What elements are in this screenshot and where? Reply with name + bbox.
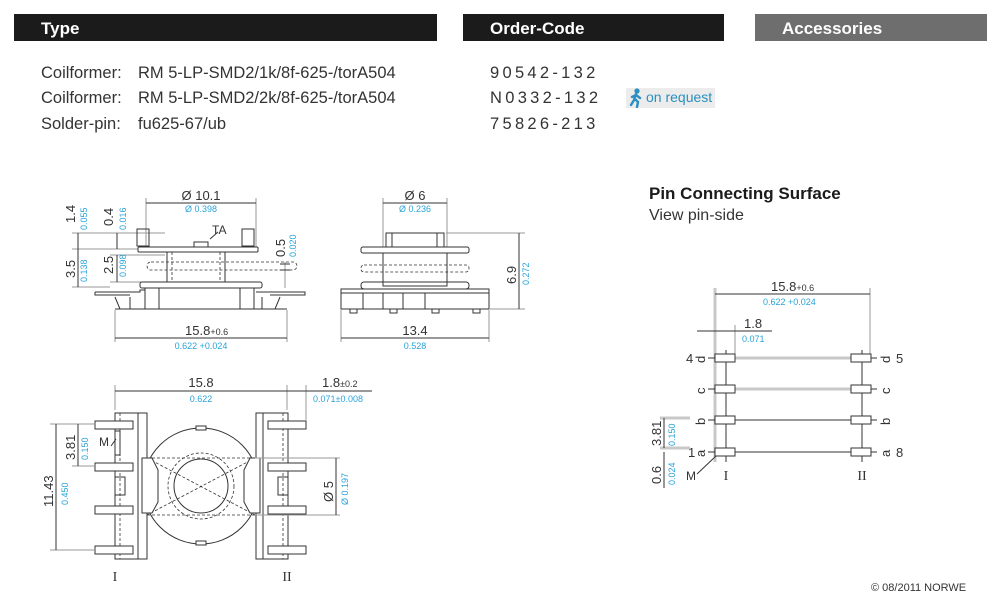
pin-row-letter: d [878, 356, 893, 363]
walking-person-icon [629, 88, 642, 108]
row-label-ii: II [857, 469, 867, 484]
type-row: Solder-pin: fu625-67/ub [41, 115, 226, 134]
dim-h2: 0.4 [101, 208, 116, 226]
pin-number: 5 [896, 351, 903, 366]
dim-h4-inch: 0.098 [118, 254, 128, 277]
dim-h3-inch: 0.138 [79, 259, 89, 282]
row-label-ii: II [282, 570, 292, 585]
dim-width-inch: 0.622 +0.024 [763, 297, 816, 307]
pin-row-letter: c [878, 387, 893, 394]
dim-width-inch: 0.622 +0.024 [175, 341, 228, 351]
pin-row-letter: c [693, 387, 708, 394]
dim-h5-inch: 0.020 [288, 234, 298, 257]
dim-height: 6.9 [504, 266, 519, 284]
dim-h5: 0.5 [273, 239, 288, 257]
ta-marker: TA [212, 223, 226, 237]
item-type: RM 5-LP-SMD2/2k/8f-625-/torA504 [138, 89, 396, 107]
item-label: Coilformer: [41, 64, 122, 82]
dim-pin: 1.8±0.2 [322, 375, 358, 390]
dim-pitch: 3.81 [649, 421, 664, 446]
dim-diameter: Ø 6 [405, 188, 426, 203]
order-code[interactable]: 90542-132 [490, 64, 599, 82]
dim-h3: 3.5 [63, 260, 78, 278]
pin-row-letter: a [878, 449, 893, 457]
dim-pitch: 3.81 [63, 435, 78, 460]
top-view-drawing: 15.8 0.622 1.8±0.2 0.071±0.008 [41, 375, 372, 585]
dim-width: 15.8+0.6 [771, 279, 814, 294]
dim-span: 11.43 [41, 475, 56, 507]
dim-pitch-inch: 0.150 [80, 437, 90, 460]
row-label-i: I [113, 570, 118, 585]
pin-row-letter: b [693, 418, 708, 425]
header-order-code-label: Order-Code [490, 19, 585, 38]
item-label: Coilformer: [41, 89, 122, 107]
dim-pin-inch: 0.071±0.008 [313, 394, 363, 404]
marker-m: M [99, 435, 109, 449]
dim-width-inch: 0.622 [190, 394, 213, 404]
dim-width: 15.8+0.6 [185, 323, 228, 338]
pin-row-letter: b [878, 418, 893, 425]
header-order-code: Order-Code [463, 14, 724, 41]
dim-offset-inch: 0.024 [667, 462, 677, 485]
dim-height-inch: 0.272 [521, 262, 531, 285]
type-row: Coilformer: RM 5-LP-SMD2/2k/8f-625-/torA5… [41, 89, 396, 108]
dim-pin-value: 1.8 [322, 375, 340, 390]
dim-pitch-inch: 0.150 [667, 423, 677, 446]
dim-diameter-inch: Ø 0.236 [399, 204, 431, 214]
dim-width-tol: +0.6 [796, 283, 814, 293]
dim-hole: Ø 5 [321, 481, 336, 502]
dim-pin: 1.8 [744, 316, 762, 331]
dim-width: 15.8 [188, 375, 213, 390]
dim-offset: 0.6 [649, 466, 664, 484]
on-request-badge: on request [626, 88, 716, 108]
dim-diameter-inch: Ø 0.398 [185, 204, 217, 214]
dim-width: 13.4 [402, 323, 427, 338]
dim-h4: 2.5 [101, 256, 116, 274]
pin-number: 4 [686, 351, 693, 366]
dim-h1: 1.4 [63, 205, 78, 223]
pin-surface-title: Pin Connecting Surface [649, 184, 841, 203]
dim-pin-inch: 0.071 [742, 334, 765, 344]
copyright: © 08/2011 NORWE [871, 582, 967, 594]
pin-row-letter: a [693, 449, 708, 457]
dim-pin-tol: ±0.2 [340, 379, 357, 389]
pin-surface-subtitle: View pin-side [649, 207, 744, 224]
pin-row-letter: d [693, 356, 708, 363]
item-type: RM 5-LP-SMD2/1k/8f-625-/torA504 [138, 64, 396, 82]
dim-width-value: 15.8 [771, 279, 796, 294]
dim-width-value: 15.8 [185, 323, 210, 338]
dim-diameter: Ø 10.1 [181, 188, 220, 203]
type-row: Coilformer: RM 5-LP-SMD2/1k/8f-625-/torA5… [41, 64, 396, 83]
dim-width-tol: +0.6 [210, 327, 228, 337]
item-label: Solder-pin: [41, 115, 121, 133]
order-code[interactable]: 75826-213 [490, 115, 599, 133]
pin-number: 1 [688, 445, 695, 460]
dim-span-inch: 0.450 [60, 482, 70, 505]
front-view-drawing: Ø 6 Ø 0.236 6.9 0.272 13.4 0.528 [340, 188, 531, 351]
pin-surface-drawing: 15.8+0.6 0.622 +0.024 1.8 0.071 4 d c b [649, 279, 903, 488]
dim-hole-inch: Ø 0.197 [340, 473, 350, 505]
row-label-i: I [724, 469, 729, 484]
marker-m: M [686, 469, 696, 483]
side-view-drawing: Ø 10.1 Ø 0.398 1.4 0.055 0.4 0.016 3.5 0… [63, 188, 306, 351]
item-type: fu625-67/ub [138, 115, 227, 133]
pin-number: 8 [896, 445, 903, 460]
header-accessories-label: Accessories [782, 19, 883, 38]
header-accessories[interactable]: Accessories [755, 14, 987, 41]
header-type-label: Type [41, 19, 80, 38]
dim-width-inch: 0.528 [404, 341, 427, 351]
dim-h1-inch: 0.055 [79, 207, 89, 230]
on-request-label: on request [646, 89, 713, 105]
dim-h2-inch: 0.016 [118, 207, 128, 230]
order-code[interactable]: N0332-132 [490, 89, 602, 107]
header-type: Type [14, 14, 437, 41]
